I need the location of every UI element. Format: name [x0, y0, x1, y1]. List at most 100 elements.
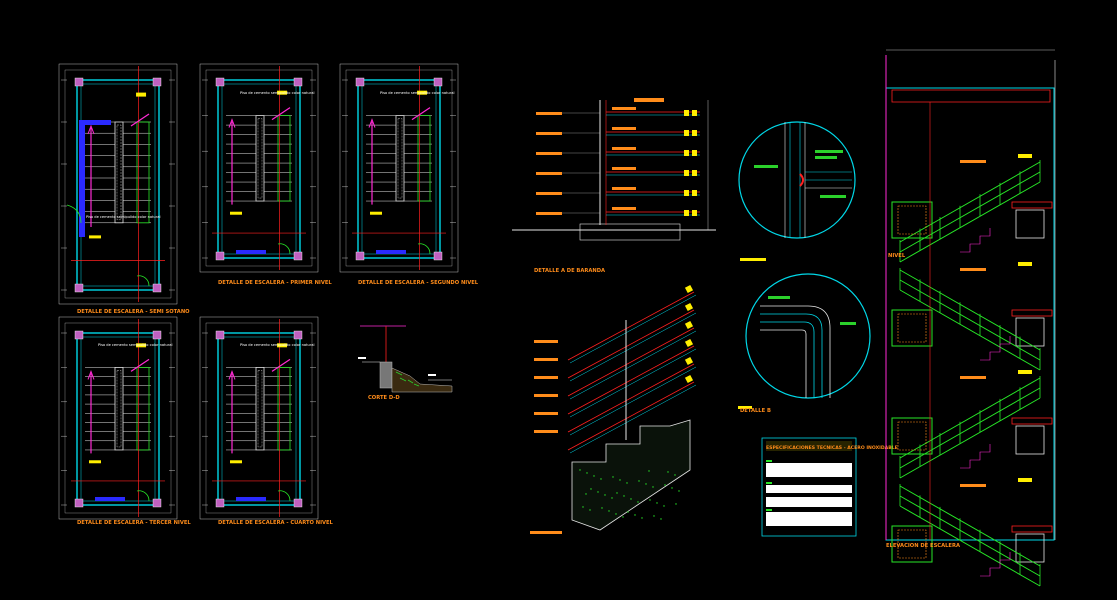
diag-callout: [534, 430, 558, 433]
callout-label: [536, 172, 562, 175]
central-wall: [255, 115, 265, 202]
callout-label: [536, 112, 562, 115]
landing-rail: [891, 525, 933, 563]
elev-label: [960, 484, 986, 487]
diag-bracket: [684, 374, 694, 384]
flight-rail: [899, 377, 1041, 459]
plan-walls: [357, 79, 441, 259]
column: [215, 77, 225, 87]
window: [1015, 425, 1045, 455]
concrete-dot: [645, 483, 647, 485]
concrete-dot: [675, 503, 677, 505]
step-profile: [960, 228, 991, 253]
concrete-dot: [656, 502, 658, 504]
concrete-dot: [589, 509, 591, 511]
level-label: [89, 235, 101, 239]
plan-walls: [217, 79, 301, 259]
concrete-dot: [649, 499, 651, 501]
plan-walls: [76, 79, 160, 291]
column: [355, 77, 365, 87]
concrete-dot: [619, 479, 621, 481]
concrete-dot: [579, 469, 581, 471]
diag-callout: [534, 358, 558, 361]
arrow-diag: [411, 107, 431, 121]
arrow-head: [368, 118, 376, 128]
concrete-dot: [674, 474, 676, 476]
baranda-title: DETALLE A DE BARANDA: [534, 268, 605, 274]
elev-level: [1018, 370, 1032, 374]
railing: [277, 115, 291, 202]
concrete-dot: [630, 498, 632, 500]
stair-plan-0: [58, 63, 178, 305]
level-label: [230, 460, 242, 464]
step-profile: [980, 336, 1011, 361]
railing: [136, 121, 150, 224]
central-wall: [114, 366, 124, 451]
step-profile: [980, 552, 1011, 577]
concrete-dot: [627, 511, 629, 513]
concrete-dot: [608, 510, 610, 512]
flight-rail: [899, 161, 1041, 243]
diag-callout: [534, 412, 558, 415]
diag-rail: [567, 291, 695, 361]
callout-label-r: [612, 107, 636, 110]
column: [293, 251, 303, 261]
column: [74, 498, 84, 508]
arrow-head: [228, 118, 236, 128]
callout-label-r: [612, 167, 636, 170]
corte-dd-title: CORTE D-D: [368, 395, 400, 401]
flight-rail: [899, 387, 1041, 469]
floor-slab: [1011, 417, 1053, 425]
roof-slab: [891, 89, 1051, 103]
rail-bracket: [692, 210, 697, 216]
stair-plan-1: [199, 63, 319, 273]
floor-slab: [1011, 201, 1053, 209]
level-label: [370, 211, 382, 215]
concrete-dot: [660, 518, 662, 520]
level-label: [89, 460, 101, 464]
column: [74, 77, 84, 87]
level-label: [277, 90, 288, 95]
plan-note-0: Piso de cemento semipulido color natural: [86, 215, 160, 219]
column: [293, 330, 303, 340]
blue-wall: [79, 122, 85, 237]
diag-rail: [567, 363, 695, 433]
step-profile: [960, 444, 991, 469]
concrete-dot: [671, 487, 673, 489]
concrete-dot: [653, 515, 655, 517]
concrete-dot: [611, 497, 613, 499]
concrete-dot: [582, 506, 584, 508]
flight-rail: [899, 181, 1041, 263]
diag-bracket: [684, 356, 694, 366]
concrete-dot: [623, 495, 625, 497]
stair-plan-2: [339, 63, 459, 273]
stair-elevation: [885, 49, 1056, 587]
diag-rail: [567, 327, 695, 397]
floor-slab: [1011, 309, 1053, 317]
central-wall-hatch: [397, 118, 403, 199]
concrete-dot: [593, 475, 595, 477]
callout-label: [536, 192, 562, 195]
plan-note-3: Piso de cemento semipulido color natural: [98, 343, 172, 347]
elev-level: [1018, 478, 1032, 482]
callout-label: [536, 212, 562, 215]
diagonal-railing-detail: [530, 284, 697, 534]
flight-rail: [899, 505, 1041, 587]
concrete-dot: [637, 501, 639, 503]
slab: [579, 223, 681, 241]
detail-callout: [897, 529, 927, 559]
specs-box: [761, 437, 857, 537]
diag-title-mark: [530, 531, 562, 534]
column: [293, 498, 303, 508]
level-tag: NIVEL: [888, 253, 906, 259]
column: [215, 330, 225, 340]
concrete-dot: [641, 517, 643, 519]
diag-callout: [534, 376, 558, 379]
landing-rail: [891, 309, 933, 347]
flight-rail: [899, 495, 1041, 577]
stair-section: [571, 419, 691, 531]
rail-bracket: [692, 130, 697, 136]
railing: [136, 366, 150, 451]
column: [355, 251, 365, 261]
detail-callout: [897, 205, 927, 235]
